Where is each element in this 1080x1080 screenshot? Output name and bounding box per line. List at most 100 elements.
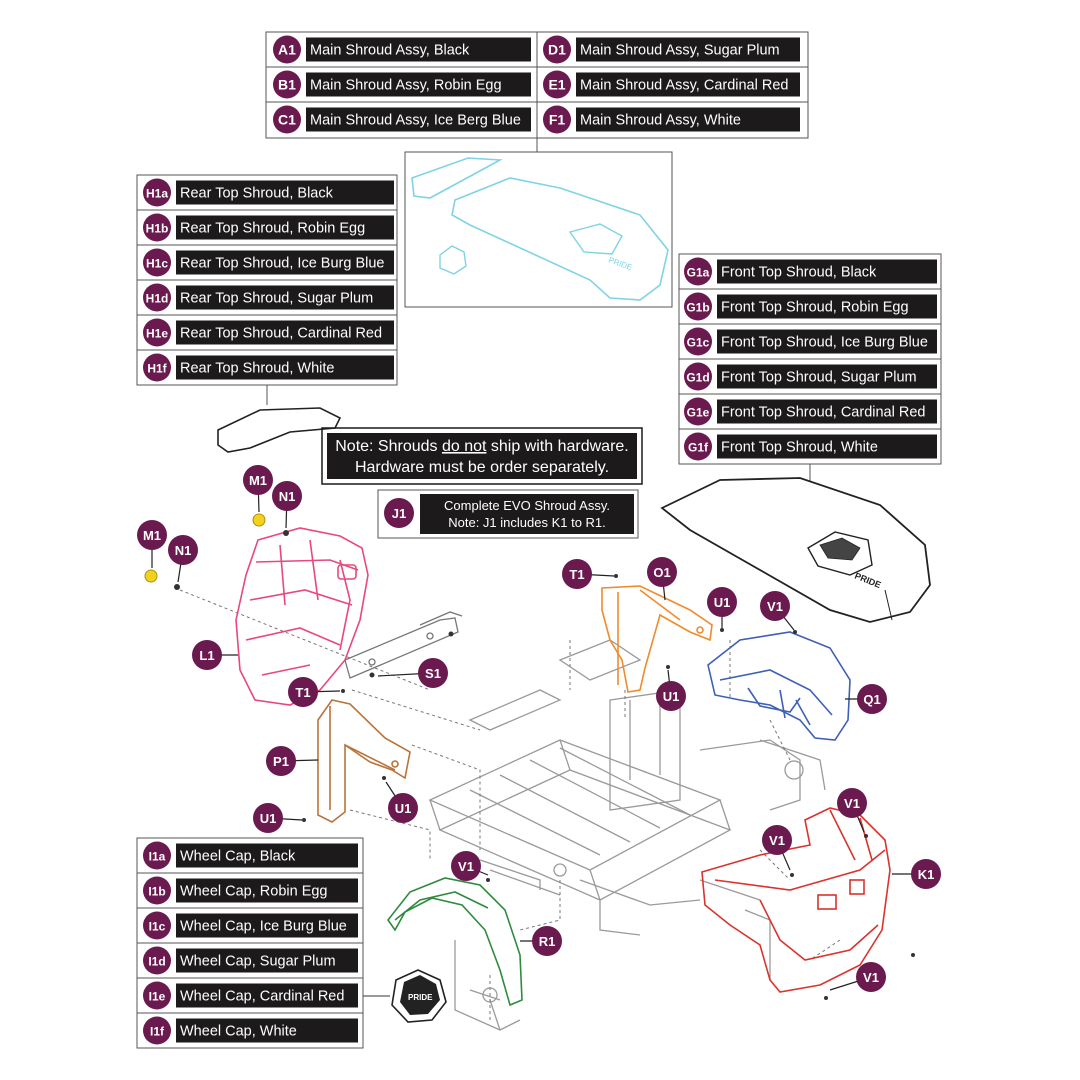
rear-top-shroud-drawing bbox=[217, 407, 342, 453]
parts-row: C1 Main Shroud Assy, Ice Berg Blue bbox=[273, 105, 531, 134]
part-code-badge bbox=[684, 432, 712, 461]
assembly-guide-lines bbox=[179, 589, 841, 1020]
part-code-badge bbox=[543, 35, 571, 64]
note-line-1: Note: Shrouds do not ship with hardware. bbox=[335, 438, 629, 455]
callout-u1b: U1 bbox=[388, 793, 418, 823]
part-code: G1b bbox=[686, 301, 709, 315]
part-code-badge bbox=[684, 292, 712, 321]
part-label: Main Shroud Assy, Sugar Plum bbox=[580, 43, 780, 59]
callout-code: V1 bbox=[769, 833, 785, 848]
part-label: Main Shroud Assy, Black bbox=[310, 43, 470, 59]
callout-q1: Q1 bbox=[857, 684, 887, 714]
part-code: I1a bbox=[149, 850, 166, 864]
part-code-badge bbox=[684, 327, 712, 356]
part-label-bg bbox=[306, 37, 531, 62]
part-code-badge bbox=[143, 911, 171, 940]
note-emphasis: do not bbox=[442, 438, 487, 455]
callout-badge bbox=[856, 962, 886, 992]
part-label-bg bbox=[176, 843, 358, 868]
part-label: Rear Top Shroud, White bbox=[180, 361, 334, 377]
part-code-badge bbox=[273, 105, 301, 134]
part-code-badge bbox=[143, 213, 171, 242]
chassis-frame bbox=[428, 639, 826, 1031]
bracket-s1 bbox=[344, 611, 463, 679]
callout-code: Q1 bbox=[863, 692, 880, 707]
part-code: I1c bbox=[149, 920, 166, 934]
part-label-bg bbox=[176, 285, 394, 310]
callout-code: N1 bbox=[175, 543, 192, 558]
callout-badge bbox=[911, 859, 941, 889]
part-label-bg bbox=[576, 107, 800, 132]
part-code-badge bbox=[684, 362, 712, 391]
parts-row: I1f Wheel Cap, White bbox=[143, 1016, 358, 1045]
part-code: G1c bbox=[687, 336, 710, 350]
part-label: Wheel Cap, Sugar Plum bbox=[180, 954, 336, 970]
part-code-badge bbox=[684, 397, 712, 426]
callout-badge bbox=[647, 557, 677, 587]
callout-t1b: T1 bbox=[562, 559, 592, 589]
callout-code: U1 bbox=[260, 811, 277, 826]
part-code: G1f bbox=[688, 441, 709, 455]
part-label: Front Top Shroud, Black bbox=[721, 265, 877, 281]
parts-row: I1c Wheel Cap, Ice Burg Blue bbox=[143, 911, 358, 940]
callout-s1: S1 bbox=[418, 658, 448, 688]
callout-code: P1 bbox=[273, 754, 289, 769]
part-code-badge bbox=[143, 1016, 171, 1045]
callout-badge bbox=[137, 520, 167, 550]
callout-badge bbox=[168, 535, 198, 565]
part-code-badge bbox=[143, 318, 171, 347]
callout-t1a: T1 bbox=[288, 677, 318, 707]
part-label: Main Shroud Assy, Robin Egg bbox=[310, 78, 502, 94]
callout-m1b: M1 bbox=[137, 520, 167, 550]
callout-badge bbox=[562, 559, 592, 589]
front-top-shroud-drawing: PRIDE bbox=[660, 477, 931, 623]
part-label-bg bbox=[176, 180, 394, 205]
part-label: Wheel Cap, Ice Burg Blue bbox=[180, 919, 347, 935]
callout-code: V1 bbox=[767, 599, 783, 614]
part-label-bg bbox=[176, 983, 358, 1008]
callout-code: S1 bbox=[425, 666, 441, 681]
part-label-bg bbox=[176, 1018, 358, 1043]
callout-badge bbox=[288, 677, 318, 707]
part-label-bg bbox=[717, 259, 937, 284]
part-label: Front Top Shroud, Ice Burg Blue bbox=[721, 335, 928, 351]
part-code: I1b bbox=[148, 885, 165, 899]
wheel-cap-drawing: PRIDE bbox=[391, 969, 447, 1023]
part-label: Main Shroud Assy, Ice Berg Blue bbox=[310, 113, 521, 129]
part-code-badge bbox=[143, 178, 171, 207]
callout-code: T1 bbox=[569, 567, 584, 582]
rear-shroud-l1 bbox=[235, 527, 369, 706]
callout-n1a: N1 bbox=[272, 481, 302, 511]
part-label-bg bbox=[576, 72, 800, 97]
kit-badge bbox=[384, 498, 414, 528]
part-code: C1 bbox=[278, 112, 296, 128]
part-label-bg bbox=[306, 107, 531, 132]
callout-v1a: V1 bbox=[760, 591, 790, 621]
callout-code: R1 bbox=[539, 934, 556, 949]
part-label: Rear Top Shroud, Cardinal Red bbox=[180, 326, 382, 342]
fender-k1 bbox=[701, 807, 891, 993]
part-code-badge bbox=[273, 35, 301, 64]
part-code: E1 bbox=[548, 77, 565, 93]
part-label: Wheel Cap, White bbox=[180, 1024, 297, 1040]
part-label-bg bbox=[176, 948, 358, 973]
part-code: I1f bbox=[150, 1025, 165, 1039]
bracket-p1 bbox=[317, 699, 411, 823]
part-label: Rear Top Shroud, Black bbox=[180, 186, 334, 202]
callout-badge bbox=[266, 746, 296, 776]
main-shroud-illustration: PRIDE bbox=[404, 151, 673, 308]
part-code-badge bbox=[543, 70, 571, 99]
callout-v1c: V1 bbox=[762, 825, 792, 855]
